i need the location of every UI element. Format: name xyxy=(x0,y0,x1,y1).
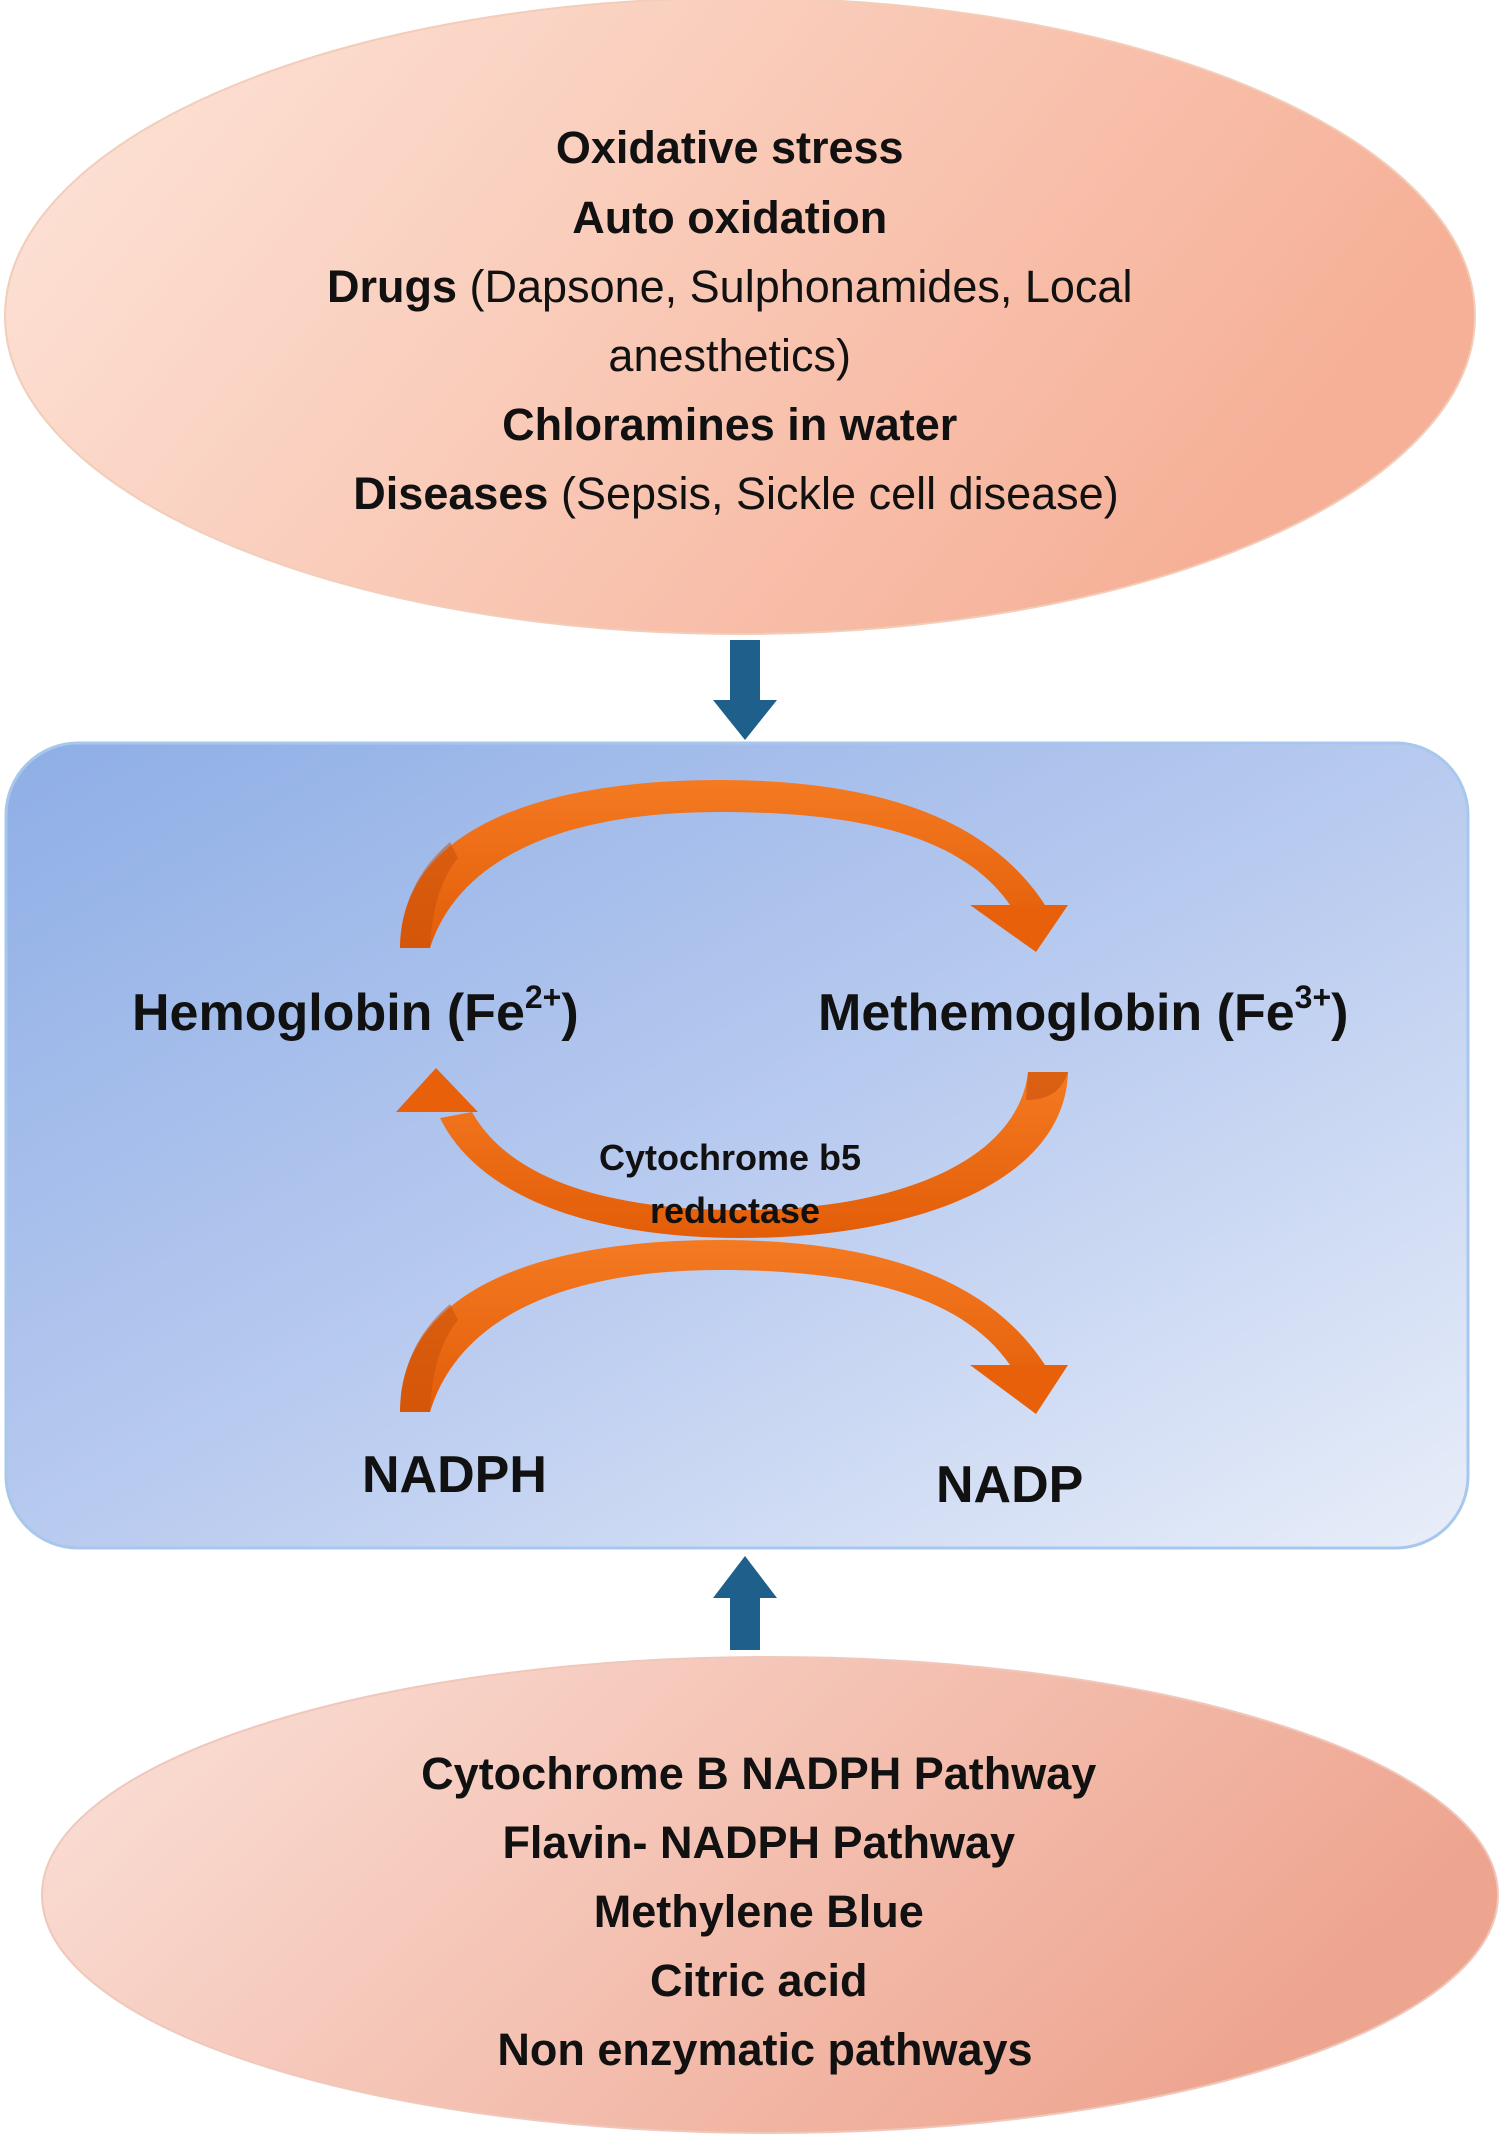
svg-text:Oxidative stress Auto ox: Oxidative stress Auto oxidation Drugs (D… xyxy=(327,122,1145,519)
cause-drugs-label: Drugs xyxy=(327,261,457,312)
reduction-curved-arrow-icon xyxy=(396,1068,1068,1238)
hemoglobin-label: Hemoglobin (Fe2+) xyxy=(132,979,579,1042)
treatment-cytochrome-b: Cytochrome B NADPH Pathway xyxy=(421,1748,1096,1799)
treatments-ellipse: Cytochrome B NADPH Pathway Flavin- NADPH… xyxy=(41,1656,1499,2134)
cause-diseases-label: Diseases xyxy=(353,468,548,519)
cause-diseases-list: (Sepsis, Sickle cell disease) xyxy=(548,468,1118,519)
cause-drugs-continued: anesthetics) xyxy=(608,330,851,381)
cause-auto-oxidation: Auto oxidation xyxy=(572,192,887,243)
up-arrow-icon xyxy=(713,1556,777,1650)
causes-ellipse: Oxidative stress Auto oxidation Drugs (D… xyxy=(4,0,1476,635)
cause-oxidative-stress: Oxidative stress xyxy=(556,122,904,173)
treatment-non-enzymatic: Non enzymatic pathways xyxy=(497,2024,1032,2075)
svg-text:Cytochrome B NADPH Pathway: Cytochrome B NADPH Pathway Flavin- NADPH… xyxy=(421,1748,1109,2075)
cause-chloramines: Chloramines in water xyxy=(502,399,957,450)
methemoglobin-label: Methemoglobin (Fe3+) xyxy=(818,979,1348,1042)
nadp-label: NADP xyxy=(936,1456,1083,1514)
oxidation-curved-arrow-icon xyxy=(400,780,1068,952)
enzyme-label: Cytochrome b5 reductase xyxy=(599,1137,871,1231)
nadph-label: NADPH xyxy=(362,1446,547,1504)
down-arrow-icon xyxy=(713,640,777,740)
cause-drugs-list: (Dapsone, Sulphonamides, Local xyxy=(457,261,1132,312)
nadph-curved-arrow-icon xyxy=(400,1240,1068,1414)
redox-cycle-panel xyxy=(4,741,1470,1550)
treatment-methylene-blue: Methylene Blue xyxy=(594,1886,924,1937)
treatment-citric-acid: Citric acid xyxy=(650,1955,868,2006)
treatment-flavin: Flavin- NADPH Pathway xyxy=(502,1817,1015,1868)
